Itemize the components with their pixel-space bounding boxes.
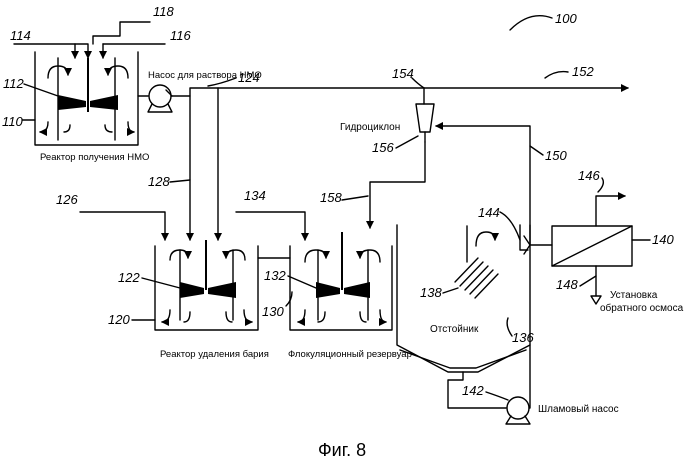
ref-112: 112	[3, 76, 24, 91]
hydrocyclone-label: Гидроциклон	[340, 122, 400, 133]
ref-156: 156	[372, 140, 394, 155]
ref-142: 142	[462, 383, 484, 398]
ref-136: 136	[512, 330, 534, 345]
ro-unit-label-line1: Установка	[610, 290, 658, 301]
clarifier-label: Отстойник	[430, 324, 479, 335]
hydrocyclone	[416, 88, 434, 142]
ro-unit-label-line2: обратного осмоса	[600, 302, 684, 314]
nmo-pump	[138, 85, 172, 112]
ref-150: 150	[545, 148, 567, 163]
ref-120: 120	[108, 312, 130, 327]
barium-removal-reactor	[80, 212, 258, 330]
sludge-pump	[448, 345, 530, 424]
ref-130: 130	[262, 304, 284, 319]
ref-122: 122	[118, 270, 140, 285]
ref-126: 126	[56, 192, 78, 207]
ref-114: 114	[10, 28, 31, 43]
ref-134: 134	[244, 188, 266, 203]
barium-reactor-label: Реактор удаления бария	[160, 349, 269, 360]
ref-140: 140	[652, 232, 674, 247]
flocculation-tank-label: Флокуляционный резервуар	[288, 349, 412, 360]
ref-154: 154	[392, 66, 414, 81]
nmo-reactor-label: Реактор получения НМО	[40, 152, 149, 163]
ref-158: 158	[320, 190, 342, 205]
sludge-pump-label: Шламовый насос	[538, 404, 619, 415]
ref-110: 110	[2, 114, 23, 129]
ref-128: 128	[148, 174, 170, 189]
ref-116: 116	[170, 28, 191, 43]
nmo-reactor	[14, 22, 165, 145]
ref-100: 100	[555, 11, 577, 26]
flocculation-tank	[236, 212, 392, 330]
ref-124: 124	[238, 70, 260, 85]
ref-132: 132	[264, 268, 286, 283]
ref-148: 148	[556, 277, 578, 292]
ref-146: 146	[578, 168, 600, 183]
figure-caption: Фиг. 8	[318, 440, 366, 460]
ref-144: 144	[478, 205, 500, 220]
ref-118: 118	[153, 4, 174, 19]
ref-138: 138	[420, 285, 442, 300]
ref-152: 152	[572, 64, 594, 79]
